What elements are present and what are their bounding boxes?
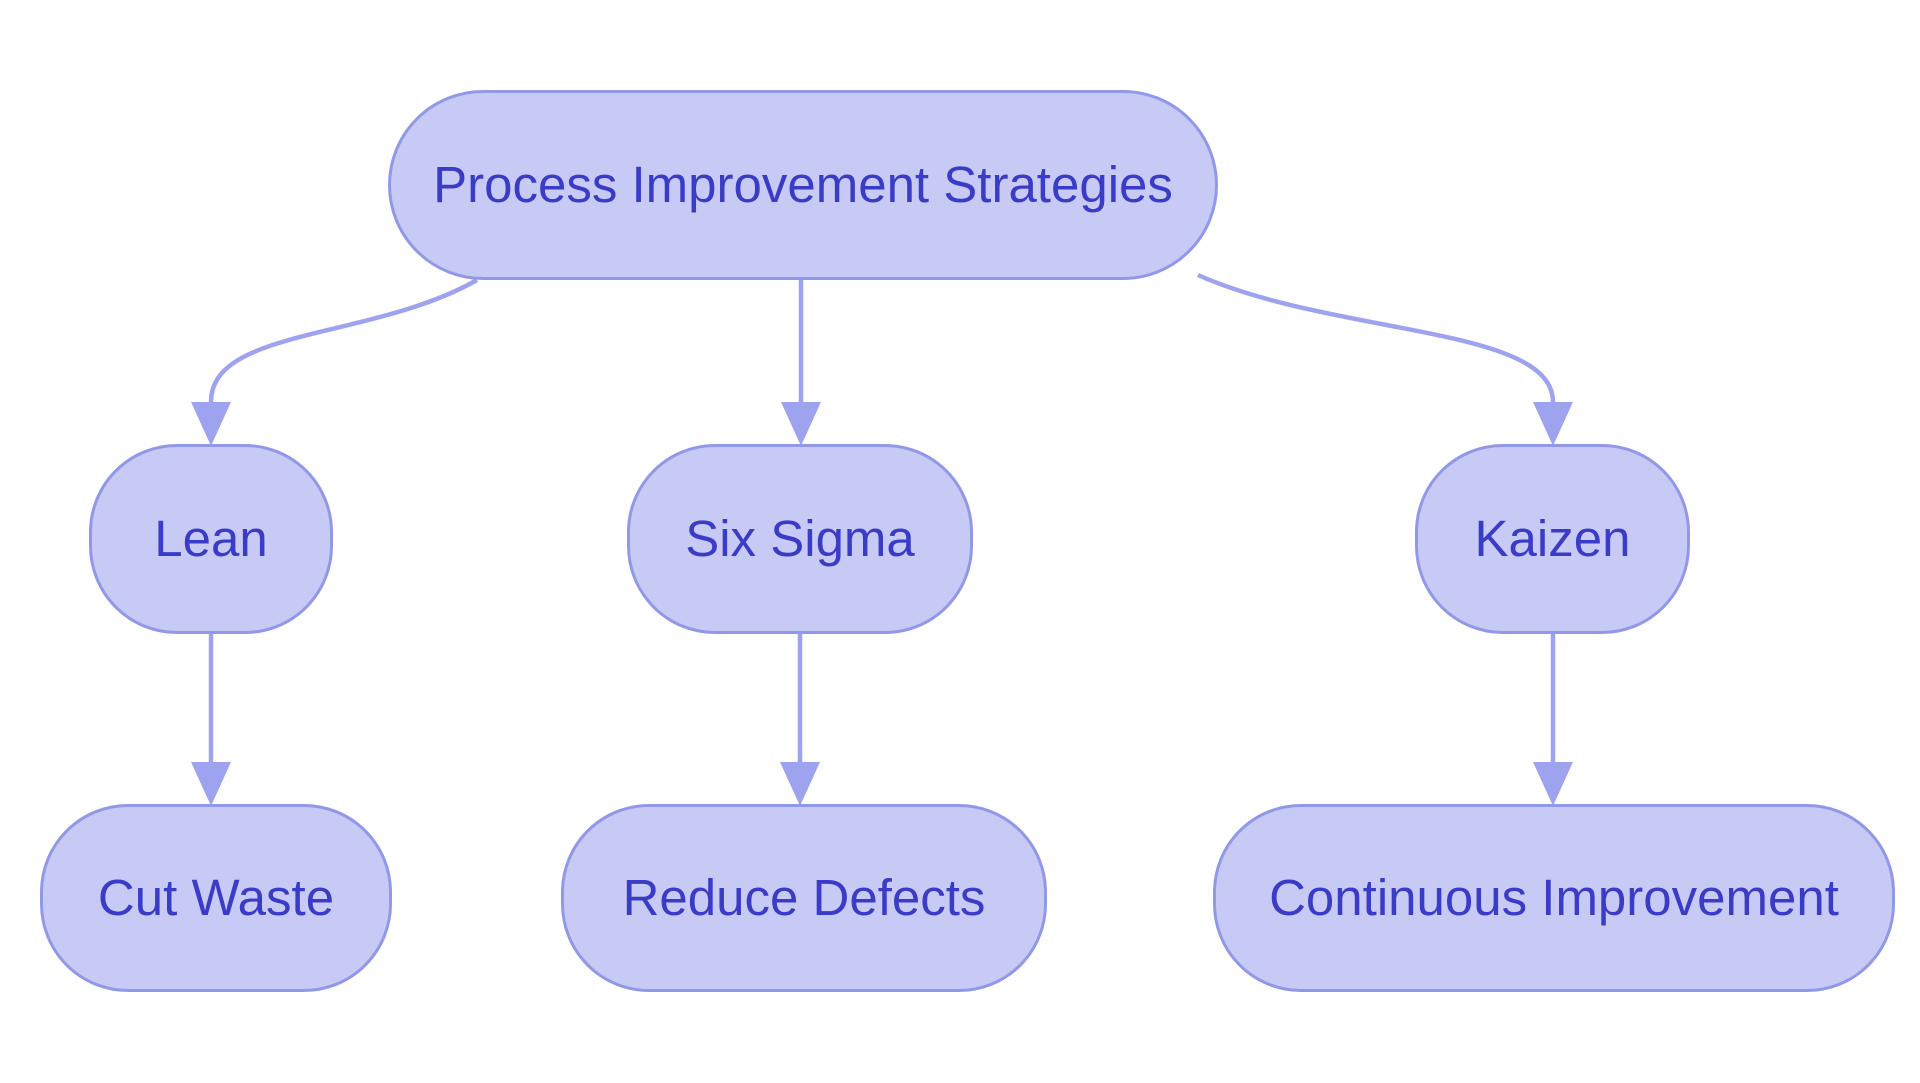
arrowhead-icon <box>191 402 231 446</box>
arrowhead-icon <box>1533 762 1573 806</box>
node-six-sigma: Six Sigma <box>627 444 973 634</box>
node-lean: Lean <box>89 444 333 634</box>
node-label: Continuous Improvement <box>1269 868 1839 926</box>
arrowhead-icon <box>780 762 820 806</box>
arrowhead-icon <box>1533 402 1573 446</box>
arrowhead-icon <box>781 402 821 446</box>
node-continuous-improvement: Continuous Improvement <box>1213 804 1895 992</box>
node-label: Process Improvement Strategies <box>433 155 1173 213</box>
node-cut-waste: Cut Waste <box>40 804 392 992</box>
node-label: Cut Waste <box>97 868 335 926</box>
node-label: Six Sigma <box>685 509 915 567</box>
node-reduce-defects: Reduce Defects <box>561 804 1047 992</box>
edge-root-to-kaizen <box>1197 272 1556 403</box>
node-label: Kaizen <box>1474 509 1631 567</box>
node-label: Reduce Defects <box>622 868 986 926</box>
node-process-improvement-strategies: Process Improvement Strategies <box>388 90 1218 280</box>
edge-root-to-lean <box>208 278 479 403</box>
node-kaizen: Kaizen <box>1415 444 1690 634</box>
arrowhead-icon <box>191 762 231 806</box>
node-label: Lean <box>154 509 268 567</box>
